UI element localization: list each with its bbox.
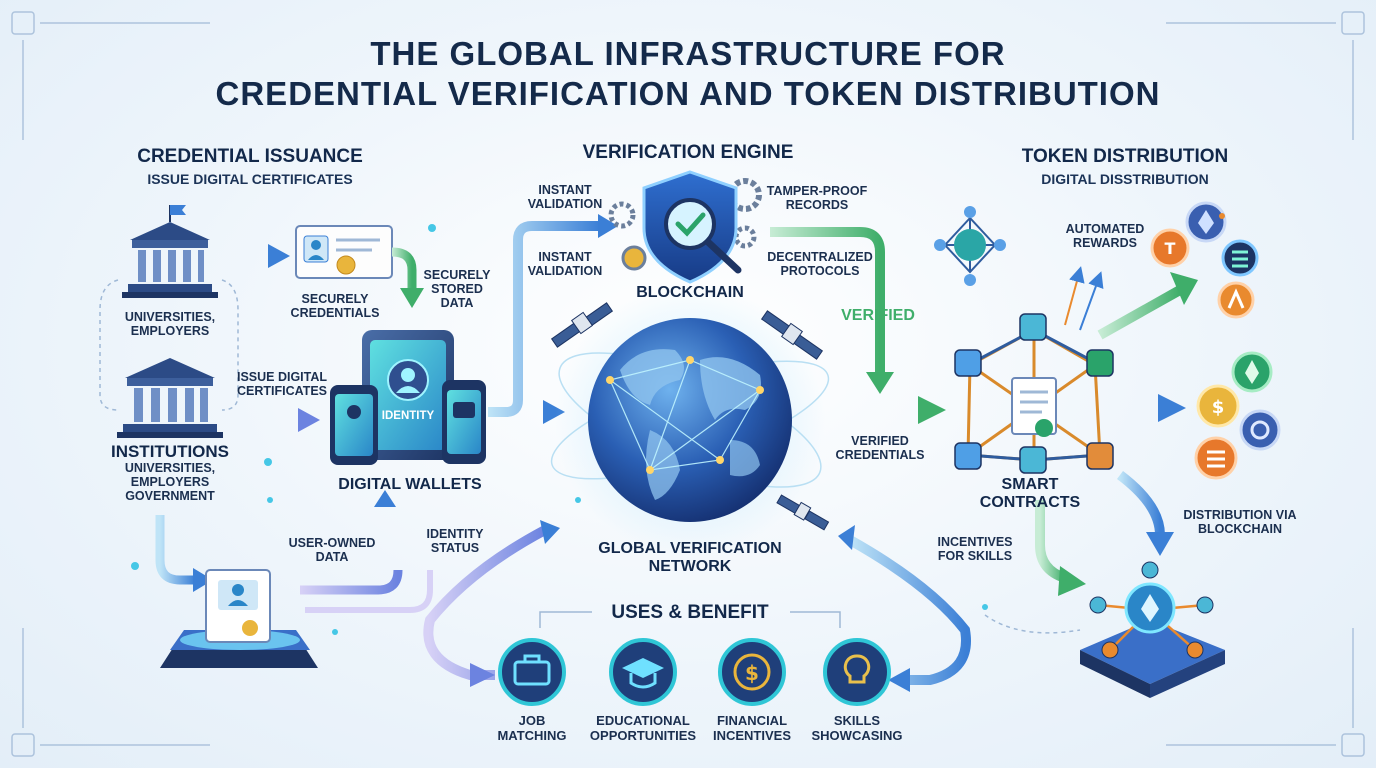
smart-contract-icon [954,313,1114,474]
blockchain-label: BLOCKCHAIN [636,284,744,301]
digital-wallet-devices [330,330,486,465]
frame-decoration [11,11,1365,757]
engine-heading: VERIFICATION ENGINE [582,142,794,163]
shield-check-icon [608,170,762,284]
network-label: GLOBAL VERIFICATION NETWORK [598,540,782,575]
title-line-2: CREDENTIAL VERIFICATION AND TOKEN DISTRI… [215,75,1161,112]
identity-status-label: IDENTITY STATUS [426,527,484,555]
decentralized-label: DECENTRALIZED PROTOCOLS [767,250,873,278]
token-coins: T $ [1150,201,1281,480]
user-owned-data-label: USER-OWNED DATA [288,536,376,564]
verified-credentials-label: VERIFIED CREDENTIALS [835,434,925,462]
use-financial: FINANCIAL INCENTIVES [712,713,791,743]
title-line-1: THE GLOBAL INFRASTRUCTURE FOR [370,35,1006,72]
uses-heading: USES & BENEFIT [611,602,769,623]
identity-screen-label: IDENTITY [381,410,435,422]
automated-rewards-label: AUTOMATED REWARDS [1065,222,1145,250]
instant-validation-1: INSTANT VALIDATION [527,183,603,211]
uses-icons: $ [498,638,891,706]
instant-validation-2: INSTANT VALIDATION [527,250,603,278]
smart-contracts-label: SMART CONTRACTS [979,476,1081,511]
universities-employers-label: UNIVERSITIES, EMPLOYERS [124,310,216,338]
distribution-subheading: DIGITAL DISSTRIBUTION [1041,171,1209,187]
certificate-pad-icon [160,569,318,668]
securely-stored-label: SECURELY STORED DATA [423,268,491,310]
globe-icon [550,285,830,555]
use-job-matching: JOB MATCHING [497,713,567,743]
securely-credentials-label: SECURELY CREDENTIALS [290,292,380,320]
verified-label: VERIFIED [841,307,915,324]
certificate-icon [295,225,393,279]
satellite-icon [760,310,824,360]
institution-building-icon [117,358,223,438]
issue-certificates-label: ISSUE DIGITAL CERTIFICATES [236,370,328,398]
sparkles [131,213,1225,635]
blockchain-platform-icon [1080,561,1225,698]
svg-text:$: $ [745,661,759,685]
institutions-sub-label: UNIVERSITIES, EMPLOYERS GOVERNMENT [124,461,216,503]
svg-text:T: T [1165,239,1176,258]
incentives-label: INCENTIVES FOR SKILLS [937,535,1013,563]
distribution-via-label: DISTRIBUTION VIA BLOCKCHAIN [1183,508,1297,536]
tamper-proof-label: TAMPER-PROOF RECORDS [766,184,868,212]
use-educational: EDUCATIONAL OPPORTUNITIES [589,713,697,743]
issuance-heading: CREDENTIAL ISSUANCE [137,146,363,167]
satellite-icon [550,302,614,348]
digital-wallets-label: DIGITAL WALLETS [338,476,482,493]
issuance-subheading: ISSUE DIGITAL CERTIFICATES [147,171,353,187]
distribution-heading: TOKEN DISTRIBUTION [1021,146,1229,167]
svg-text:$: $ [1212,397,1225,418]
use-skills: SKILLS SHOWCASING [811,713,903,743]
institutions-label: INSTITUTIONS [110,442,230,461]
satellite-icon [776,494,830,531]
university-building-icon [122,205,218,298]
